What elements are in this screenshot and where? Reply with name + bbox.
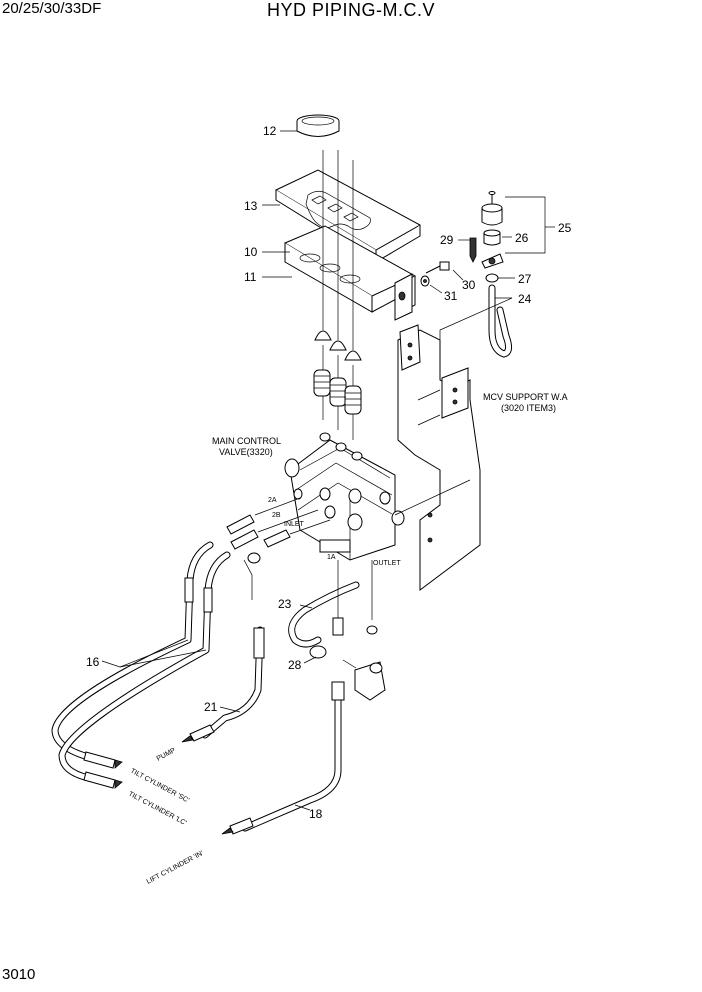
- mcv-support-frame: [394, 324, 481, 591]
- control-rods: [313, 150, 362, 440]
- part-29-30-31-bolts: [420, 237, 477, 287]
- part-21-pump-hose: [181, 559, 265, 743]
- outlet-label: OUTLET: [373, 560, 401, 567]
- lift-in-label: LIFT CYLINDER 'IN': [146, 850, 205, 886]
- port-1a-label: 1A: [327, 554, 336, 561]
- part-label-30: 30: [462, 278, 476, 292]
- part-label-25: 25: [558, 221, 572, 235]
- part-24-tube: [488, 284, 513, 358]
- part-label-12: 12: [263, 124, 277, 138]
- part-label-28: 28: [288, 658, 302, 672]
- port-2a-label: 2A: [268, 497, 277, 504]
- model-code: 20/25/30/33DF: [2, 0, 102, 17]
- part-23-hose: [288, 560, 378, 659]
- main-control-valve: [284, 432, 405, 561]
- part-label-26: 26: [515, 231, 529, 245]
- leader-lines: [101, 130, 555, 811]
- part-label-13: 13: [244, 199, 258, 213]
- part-25-26-knob: [481, 191, 504, 269]
- part-label-27: 27: [518, 272, 532, 286]
- part-label-11: 11: [244, 270, 257, 284]
- mcv-support-ref: (3020 ITEM3): [501, 403, 556, 413]
- part-18-lift-hose: [221, 681, 345, 835]
- inlet-label: INLET: [284, 521, 305, 528]
- part-label-16: 16: [86, 655, 100, 669]
- page-number: 3010: [2, 966, 36, 983]
- page-title: HYD PIPING-M.C.V: [266, 0, 435, 20]
- part-label-21: 21: [204, 700, 218, 714]
- part-label-10: 10: [244, 245, 258, 259]
- valve-fittings: [226, 497, 331, 564]
- part-label-23: 23: [278, 597, 292, 611]
- pump-label: PUMP: [156, 747, 177, 763]
- part-label-31: 31: [444, 289, 458, 303]
- part-16-tilt-hoses: [51, 541, 231, 789]
- main-control-label: MAIN CONTROL: [212, 436, 281, 446]
- part-label-29: 29: [440, 233, 454, 247]
- mcv-support-label: MCV SUPPORT W.A: [483, 392, 568, 402]
- part-10-11-bracket: [283, 225, 417, 321]
- port-2b-label: 2B: [272, 512, 281, 519]
- elbow-fitting: [342, 659, 386, 701]
- part-27-oring: [485, 273, 499, 283]
- main-control-ref: VALVE(3320): [219, 447, 273, 457]
- part-12-boot: [296, 114, 340, 137]
- part-label-18: 18: [309, 807, 323, 821]
- part-label-24: 24: [518, 292, 532, 306]
